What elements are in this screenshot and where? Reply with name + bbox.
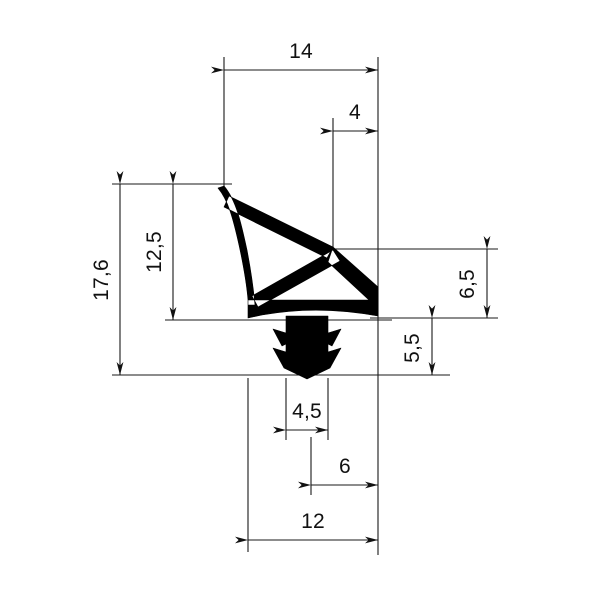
profile-body (217, 185, 379, 319)
dimension-width-6: 6 (298, 455, 378, 489)
dim-label-6-5: 6,5 (456, 269, 479, 299)
dimension-width-4: 4 (320, 101, 378, 135)
dimension-height-6-5: 6,5 (456, 236, 491, 318)
dim-label-6: 6 (339, 455, 351, 478)
dim-label-12: 12 (301, 510, 325, 533)
dim-label-4-5: 4,5 (292, 400, 322, 423)
dimension-height-12-5: 12,5 (143, 171, 177, 320)
dimension-width-4-5: 4,5 (273, 400, 328, 434)
seal-profile-shape (217, 185, 379, 380)
extension-lines (112, 57, 498, 555)
dimension-width-14: 14 (211, 40, 378, 74)
dimension-height-17-6: 17,6 (90, 171, 124, 375)
dimension-height-5-5: 5,5 (401, 305, 436, 375)
dim-label-14: 14 (289, 40, 313, 63)
dim-label-5-5: 5,5 (401, 333, 424, 363)
dim-label-4: 4 (349, 101, 361, 124)
dim-label-12-5: 12,5 (143, 231, 166, 273)
dimension-width-12: 12 (235, 510, 378, 544)
dim-label-17-6: 17,6 (90, 259, 113, 301)
profile-foot-barb (272, 315, 342, 380)
